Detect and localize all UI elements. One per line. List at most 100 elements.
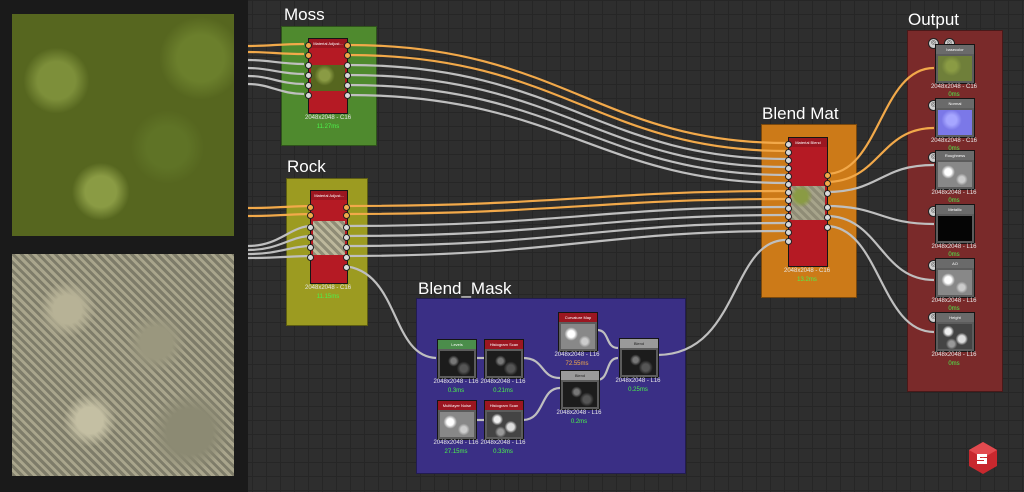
- node-header: Roughness: [936, 151, 974, 160]
- node-thumbnail: [791, 186, 825, 220]
- node-header: Blend: [561, 371, 599, 380]
- blend-node-2[interactable]: Blend: [619, 338, 659, 378]
- node-header: Metallic: [936, 205, 974, 214]
- node-time-label: 0.21ms: [493, 388, 513, 394]
- output-port[interactable]: [344, 52, 351, 59]
- output-port[interactable]: [343, 244, 350, 251]
- input-port[interactable]: [785, 238, 792, 245]
- input-port[interactable]: [307, 204, 314, 211]
- histogram-scan-node-2[interactable]: Histogram Scan: [484, 400, 524, 440]
- output-height-node[interactable]: Height: [935, 312, 975, 352]
- output-port[interactable]: [824, 172, 831, 179]
- input-port[interactable]: [305, 42, 312, 49]
- output-port[interactable]: [344, 62, 351, 69]
- node-resolution-label: 2048x2048 - L16: [480, 440, 526, 446]
- wire-moss-out-1: [348, 43, 787, 145]
- node-header: basecolor: [936, 45, 974, 54]
- node-header: Normal: [936, 99, 974, 108]
- input-port[interactable]: [785, 157, 792, 164]
- input-port[interactable]: [307, 254, 314, 261]
- output-ao-node[interactable]: AO: [935, 258, 975, 298]
- material-blend-node[interactable]: Material Blend: [788, 137, 828, 267]
- node-thumbnail: [938, 324, 972, 349]
- input-port[interactable]: [785, 165, 792, 172]
- input-port[interactable]: [305, 62, 312, 69]
- output-port[interactable]: [344, 42, 351, 49]
- multilayer-noise-node[interactable]: Multilayer Noise: [437, 400, 477, 440]
- input-port[interactable]: [305, 52, 312, 59]
- output-port[interactable]: [824, 190, 831, 197]
- node-thumbnail: [938, 216, 972, 241]
- node-time-label: 13.2ms: [797, 277, 817, 283]
- wire-moss-out-4: [348, 73, 787, 169]
- node-thumbnail: [440, 351, 474, 376]
- node-time-label: 0ms: [948, 361, 960, 367]
- input-port[interactable]: [785, 149, 792, 156]
- input-port[interactable]: [307, 212, 314, 219]
- input-port[interactable]: [785, 189, 792, 196]
- output-roughness-node[interactable]: Roughness: [935, 150, 975, 190]
- curvature-map-node[interactable]: Curvature Map: [558, 312, 598, 352]
- node-resolution-label: 2048x2048 - C16: [305, 115, 352, 121]
- output-port[interactable]: [344, 82, 351, 89]
- node-header: Blend: [620, 339, 658, 348]
- output-port[interactable]: [343, 254, 350, 261]
- node-thumbnail: [938, 110, 972, 135]
- output-normal-node[interactable]: Normal: [935, 98, 975, 138]
- node-resolution-label: 2048x2048 - C16: [784, 268, 831, 274]
- node-time-label: 0ms: [948, 146, 960, 152]
- input-port[interactable]: [785, 221, 792, 228]
- output-port[interactable]: [824, 180, 831, 187]
- input-port[interactable]: [305, 92, 312, 99]
- node-thumbnail: [440, 412, 474, 437]
- node-resolution-label: 2048x2048 - L16: [554, 352, 600, 358]
- output-port[interactable]: [343, 204, 350, 211]
- input-port[interactable]: [305, 82, 312, 89]
- node-resolution-label: 2048x2048 - C16: [305, 285, 352, 291]
- node-header: Histogram Scan: [485, 401, 523, 410]
- output-basecolor-node[interactable]: basecolor: [935, 44, 975, 84]
- moss-material-adjust-node[interactable]: Material Adjust...: [308, 38, 348, 114]
- output-port[interactable]: [343, 234, 350, 241]
- input-port[interactable]: [785, 141, 792, 148]
- frame-title-moss: Moss: [284, 5, 325, 24]
- output-port[interactable]: [824, 214, 831, 221]
- output-metallic-node[interactable]: Metallic: [935, 204, 975, 244]
- output-port[interactable]: [824, 224, 831, 231]
- levels-node[interactable]: Levels: [437, 339, 477, 379]
- frame-blend-mask[interactable]: [416, 298, 686, 474]
- input-port[interactable]: [307, 224, 314, 231]
- node-resolution-label: 2048x2048 - L16: [931, 244, 977, 250]
- output-port[interactable]: [343, 224, 350, 231]
- node-thumbnail: [938, 162, 972, 187]
- wire-moss-out-6: [348, 93, 787, 185]
- node-thumbnail: [561, 324, 595, 349]
- output-port[interactable]: [344, 72, 351, 79]
- input-port[interactable]: [307, 234, 314, 241]
- output-port[interactable]: [824, 204, 831, 211]
- input-port[interactable]: [785, 197, 792, 204]
- node-header: Histogram Scan: [485, 340, 523, 349]
- input-port[interactable]: [785, 173, 792, 180]
- node-header: Material Blend: [789, 138, 827, 147]
- input-port[interactable]: [785, 213, 792, 220]
- input-port[interactable]: [307, 244, 314, 251]
- node-time-label: 11.15ms: [316, 294, 340, 300]
- node-thumbnail: [563, 382, 597, 407]
- blend-node-1[interactable]: Blend: [560, 370, 600, 410]
- output-port[interactable]: [344, 92, 351, 99]
- output-port[interactable]: [343, 212, 350, 219]
- input-port[interactable]: [785, 229, 792, 236]
- input-port[interactable]: [785, 181, 792, 188]
- output-pin-icon[interactable]: ◎: [928, 38, 939, 49]
- node-thumbnail: [487, 412, 521, 437]
- input-port[interactable]: [785, 205, 792, 212]
- output-port[interactable]: [343, 264, 350, 271]
- node-resolution-label: 2048x2048 - L16: [931, 298, 977, 304]
- node-resolution-label: 2048x2048 - L16: [433, 440, 479, 446]
- input-port[interactable]: [305, 72, 312, 79]
- frame-title-blend-mat: Blend Mat: [762, 104, 839, 123]
- histogram-scan-node-1[interactable]: Histogram Scan: [484, 339, 524, 379]
- rock-material-adjust-node[interactable]: Material Adjust...: [310, 190, 348, 284]
